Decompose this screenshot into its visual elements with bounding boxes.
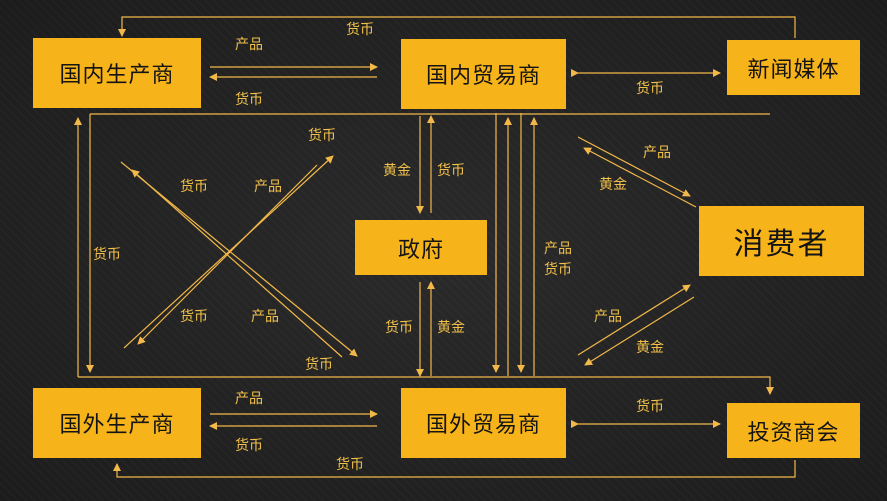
arrow-consumer-lower-product	[577, 284, 691, 356]
label-x-lower-left: 货币	[180, 309, 208, 325]
label-gov-top-right: 货币	[437, 163, 465, 179]
arrow-top-loop	[118, 16, 796, 38]
label-gov-bottom-right: 黄金	[437, 320, 465, 336]
box-consumer: 消费者	[699, 206, 864, 276]
label-fp-to-ft: 产品	[235, 391, 263, 407]
arrow-consumer-upper-product	[577, 136, 691, 197]
label-x-upper-mid: 产品	[254, 179, 282, 195]
label-gov-top-left: 黄金	[383, 163, 411, 179]
arrow-x-rising-a	[123, 155, 334, 349]
label-left-loop: 货币	[93, 247, 121, 263]
label-gov-bottom-left: 货币	[385, 320, 413, 336]
box-domestic-trader: 国内贸易商	[401, 39, 566, 109]
frame-bottom	[78, 376, 774, 395]
label-x-lower-right: 货币	[305, 357, 333, 373]
box-foreign-trader: 国外贸易商	[401, 388, 566, 458]
arrow-x-falling-a	[120, 161, 358, 357]
box-chamber-of-commerce: 投资商会	[727, 403, 860, 458]
arrow-bottom-loop	[113, 460, 796, 478]
label-x-upper-left: 货币	[180, 179, 208, 195]
label-consumer-upper-gold: 黄金	[599, 177, 627, 193]
label-dt-media: 货币	[636, 81, 664, 97]
label-dp-to-dt: 产品	[235, 37, 263, 53]
label-top-loop: 货币	[346, 22, 374, 38]
label-bottom-loop: 货币	[336, 457, 364, 473]
label-consumer-upper-product: 产品	[643, 145, 671, 161]
label-consumer-lower-product: 产品	[594, 309, 622, 325]
label-center-money: 货币	[544, 262, 572, 278]
box-foreign-producer: 国外生产商	[33, 388, 201, 458]
box-domestic-producer: 国内生产商	[33, 38, 201, 108]
arrow-consumer-upper-gold	[583, 147, 697, 208]
label-consumer-lower-gold: 黄金	[636, 340, 664, 356]
label-ft-chamber: 货币	[636, 399, 664, 415]
arrow-x-falling-b	[131, 169, 343, 358]
label-x-upper-right: 货币	[308, 128, 336, 144]
label-ft-to-fp: 货币	[235, 438, 263, 454]
label-x-lower-mid: 产品	[251, 309, 279, 325]
arrow-consumer-lower-gold	[584, 296, 695, 366]
box-government: 政府	[355, 220, 487, 275]
box-news-media: 新闻媒体	[727, 40, 860, 95]
label-dt-to-dp: 货币	[235, 92, 263, 108]
label-center-product: 产品	[544, 241, 572, 257]
